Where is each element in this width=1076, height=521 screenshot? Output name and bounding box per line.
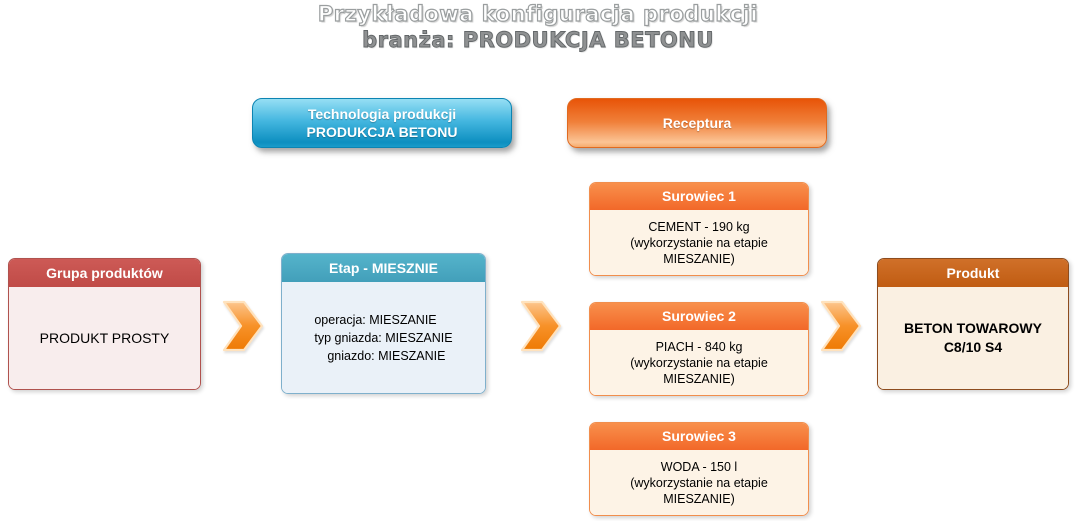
material-1-details: CEMENT - 190 kg (wykorzystanie na etapie… — [590, 210, 808, 275]
material-1-header: Surowiec 1 — [590, 183, 808, 210]
material-3-note-line1: (wykorzystanie na etapie — [630, 475, 768, 490]
stage-header: Etap - MIESZNIE — [282, 254, 485, 282]
flow-arrow-icon — [520, 300, 562, 352]
technology-node: Technologia produkcji PRODUKCJA BETONU — [252, 98, 512, 148]
page-subtitle: branża: PRODUKCJA BETONU — [362, 28, 714, 53]
product-box: Produkt BETON TOWAROWY C8/10 S4 — [877, 258, 1069, 390]
material-3-header: Surowiec 3 — [590, 423, 808, 450]
material-box-1: Surowiec 1 CEMENT - 190 kg (wykorzystani… — [589, 182, 809, 276]
stage-box: Etap - MIESZNIE operacja: MIESZANIE typ … — [281, 253, 486, 394]
material-box-3: Surowiec 3 WODA - 150 l (wykorzystanie n… — [589, 422, 809, 516]
stage-slot-type: typ gniazda: MIESZANIE — [314, 330, 453, 345]
material-2-name-qty: PIACH - 840 kg — [655, 339, 743, 354]
material-3-details: WODA - 150 l (wykorzystanie na etapie MI… — [590, 450, 808, 515]
product-header: Produkt — [878, 259, 1068, 287]
material-2-header: Surowiec 2 — [590, 303, 808, 330]
material-box-2: Surowiec 2 PIACH - 840 kg (wykorzystanie… — [589, 302, 809, 396]
flow-arrow-icon — [222, 300, 264, 352]
product-spec: C8/10 S4 — [943, 339, 1003, 355]
material-3-name-qty: WODA - 150 l — [660, 459, 738, 474]
product-group-value: PRODUKT PROSTY — [9, 287, 200, 389]
diagram-title-block: Przykładowa konfiguracja produkcji branż… — [0, 1, 1076, 53]
flow-arrow-icon — [820, 300, 862, 352]
technology-node-line1: Technologia produkcji — [307, 106, 457, 122]
material-2-details: PIACH - 840 kg (wykorzystanie na etapie … — [590, 330, 808, 395]
material-2-note-line2: MIESZANIE) — [663, 371, 735, 386]
material-2-note-line1: (wykorzystanie na etapie — [630, 355, 768, 370]
recipe-node: Receptura — [567, 98, 827, 148]
stage-slot: gniazdo: MIESZANIE — [327, 348, 446, 363]
material-1-note-line2: MIESZANIE) — [663, 251, 735, 266]
stage-details: operacja: MIESZANIE typ gniazda: MIESZAN… — [282, 282, 485, 393]
product-group-header: Grupa produktów — [9, 259, 200, 287]
stage-lines: operacja: MIESZANIE typ gniazda: MIESZAN… — [314, 311, 452, 365]
product-details: BETON TOWAROWY C8/10 S4 — [878, 287, 1068, 389]
product-name: BETON TOWAROWY — [904, 320, 1042, 336]
material-1-name-qty: CEMENT - 190 kg — [648, 219, 750, 234]
recipe-node-label: Receptura — [662, 115, 732, 131]
material-1-note-line1: (wykorzystanie na etapie — [630, 235, 768, 250]
product-group-box: Grupa produktów PRODUKT PROSTY — [8, 258, 201, 390]
page-title: Przykładowa konfiguracja produkcji — [317, 1, 759, 26]
technology-node-line2: PRODUKCJA BETONU — [306, 124, 458, 140]
material-3-note-line2: MIESZANIE) — [663, 491, 735, 506]
stage-operation: operacja: MIESZANIE — [314, 312, 437, 327]
